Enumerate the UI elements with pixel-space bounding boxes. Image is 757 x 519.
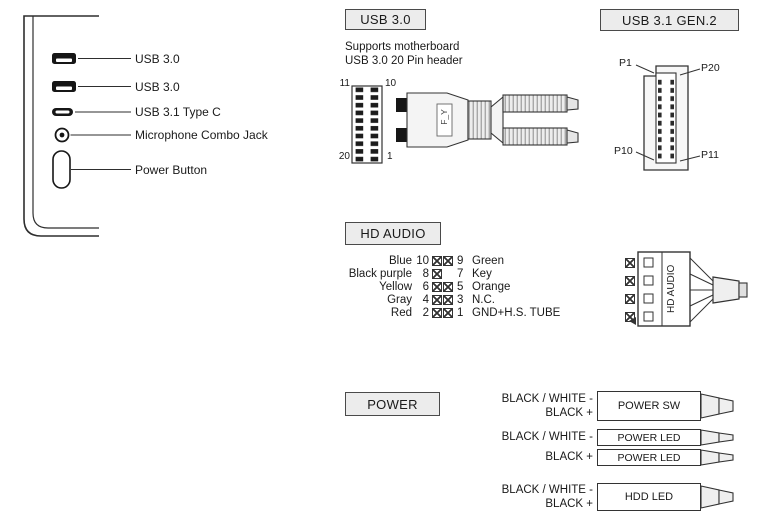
usb30-desc-line1: Supports motherboard — [345, 41, 460, 53]
hd-audio-connector-pin-icon — [625, 276, 635, 286]
hd-audio-pin-table: Blue 10 9 Green Black purple 8 7 Key Yel… — [338, 254, 561, 320]
connector-box-hdd-led: HDD LED — [597, 483, 701, 511]
usb30-pin-header — [351, 85, 383, 164]
wire-label: BLACK / WHITE - — [501, 431, 593, 443]
hd-audio-row: Gray 4 3 N.C. — [338, 294, 560, 307]
usb31-connector — [635, 64, 701, 171]
usb30-cable-connector — [396, 92, 579, 148]
power-sw-plug-icon — [700, 393, 734, 419]
pin-color-left: Blue — [388, 254, 412, 267]
hd-audio-connector — [629, 251, 748, 327]
pin-number-right: 1 — [457, 307, 464, 320]
pin-number-left: 8 — [422, 267, 429, 280]
pin-signal-right: Orange — [472, 280, 511, 293]
usb30-section-title: USB 3.0 — [345, 9, 426, 30]
pin-square-icon — [432, 295, 442, 306]
pin-square-icon — [432, 308, 442, 319]
port-label-usb31-typec: USB 3.1 Type C — [135, 105, 221, 119]
pin-number-right: 5 — [457, 280, 464, 293]
pin-signal-right: N.C. — [472, 294, 495, 307]
pin-number-right: 3 — [457, 294, 464, 307]
hd-audio-connector-pin-icon — [625, 258, 635, 268]
pin-color-left: Red — [390, 307, 412, 320]
power-led-plug-icon — [700, 449, 734, 466]
usb30-pin-number: 11 — [339, 78, 350, 89]
hd-audio-section-title: HD AUDIO — [345, 222, 441, 245]
port-label-power-button: Power Button — [135, 163, 208, 177]
usb30-pin-number: 20 — [338, 151, 350, 162]
usb31-pin-label: P1 — [619, 57, 632, 69]
microphone-jack-icon — [54, 127, 70, 143]
connector-box-power-sw: POWER SW — [597, 391, 701, 421]
leader-lines — [70, 58, 131, 170]
pin-square-icon — [432, 281, 442, 292]
usb31-pin-label: P11 — [701, 149, 719, 161]
pin-number-left: 4 — [422, 294, 429, 307]
usb30-port-icon — [52, 53, 76, 64]
wire-label: BLACK + — [545, 498, 593, 510]
usb30-pin-number: 10 — [385, 78, 397, 89]
hd-audio-row: Blue 10 9 Green — [338, 254, 560, 267]
port-label-usb30-1: USB 3.0 — [135, 52, 180, 66]
pin-signal-right: Green — [472, 254, 504, 267]
wire-label: BLACK / WHITE - — [501, 484, 593, 496]
pin-number-left: 2 — [422, 307, 429, 320]
hd-audio-row: Yellow 6 5 Orange — [338, 280, 560, 293]
usb31-pin-label: P10 — [614, 145, 633, 157]
power-led-plug-icon — [700, 429, 734, 446]
wire-label: BLACK + — [545, 407, 593, 419]
hd-audio-connector-pin-icon — [625, 294, 635, 304]
power-section-title: POWER — [345, 392, 440, 416]
port-label-usb30-2: USB 3.0 — [135, 80, 180, 94]
usb30-connector-marking: F_Y — [439, 109, 449, 125]
pin-square-icon — [432, 255, 442, 266]
usb30-desc-line2: USB 3.0 20 Pin header — [345, 55, 463, 67]
usb30-pin-number: 1 — [387, 151, 393, 162]
pin-square-icon — [443, 281, 453, 292]
pin-signal-right: Key — [472, 267, 492, 280]
case-front-panel-outline — [23, 15, 99, 237]
pin-square-icon — [443, 295, 453, 306]
pin-number-right: 7 — [457, 267, 464, 280]
pin-square-icon — [443, 255, 453, 266]
pin-color-left: Yellow — [379, 280, 412, 293]
connector-box-power-led: POWER LED — [597, 429, 701, 446]
hdd-led-plug-icon — [700, 485, 734, 509]
wire-label: BLACK + — [545, 451, 593, 463]
usb30-port-icon — [52, 81, 76, 92]
hd-audio-connector-label: HD AUDIO — [666, 264, 677, 314]
usb31-section-title: USB 3.1 GEN.2 — [600, 9, 739, 31]
usb-type-c-port-icon — [52, 108, 73, 116]
connector-box-power-led: POWER LED — [597, 449, 701, 466]
hd-audio-row: Black purple 8 7 Key — [338, 267, 560, 280]
hd-audio-row: Red 2 1 GND+H.S. TUBE — [338, 307, 560, 320]
pin-color-left: Black purple — [348, 267, 412, 280]
wire-label: BLACK / WHITE - — [501, 393, 593, 405]
pin-square-icon — [443, 308, 453, 319]
port-label-mic-jack: Microphone Combo Jack — [135, 128, 268, 142]
pin-color-left: Gray — [387, 294, 412, 307]
pin-number-left: 6 — [422, 280, 429, 293]
pin-number-left: 10 — [416, 254, 429, 267]
pin-square-icon — [432, 268, 442, 279]
pin-number-right: 9 — [457, 254, 464, 267]
pin-signal-right: GND+H.S. TUBE — [472, 307, 561, 320]
power-button-icon — [52, 150, 71, 189]
hd-audio-connector-pin-icon — [625, 312, 635, 322]
usb31-pin-label: P20 — [701, 62, 720, 74]
